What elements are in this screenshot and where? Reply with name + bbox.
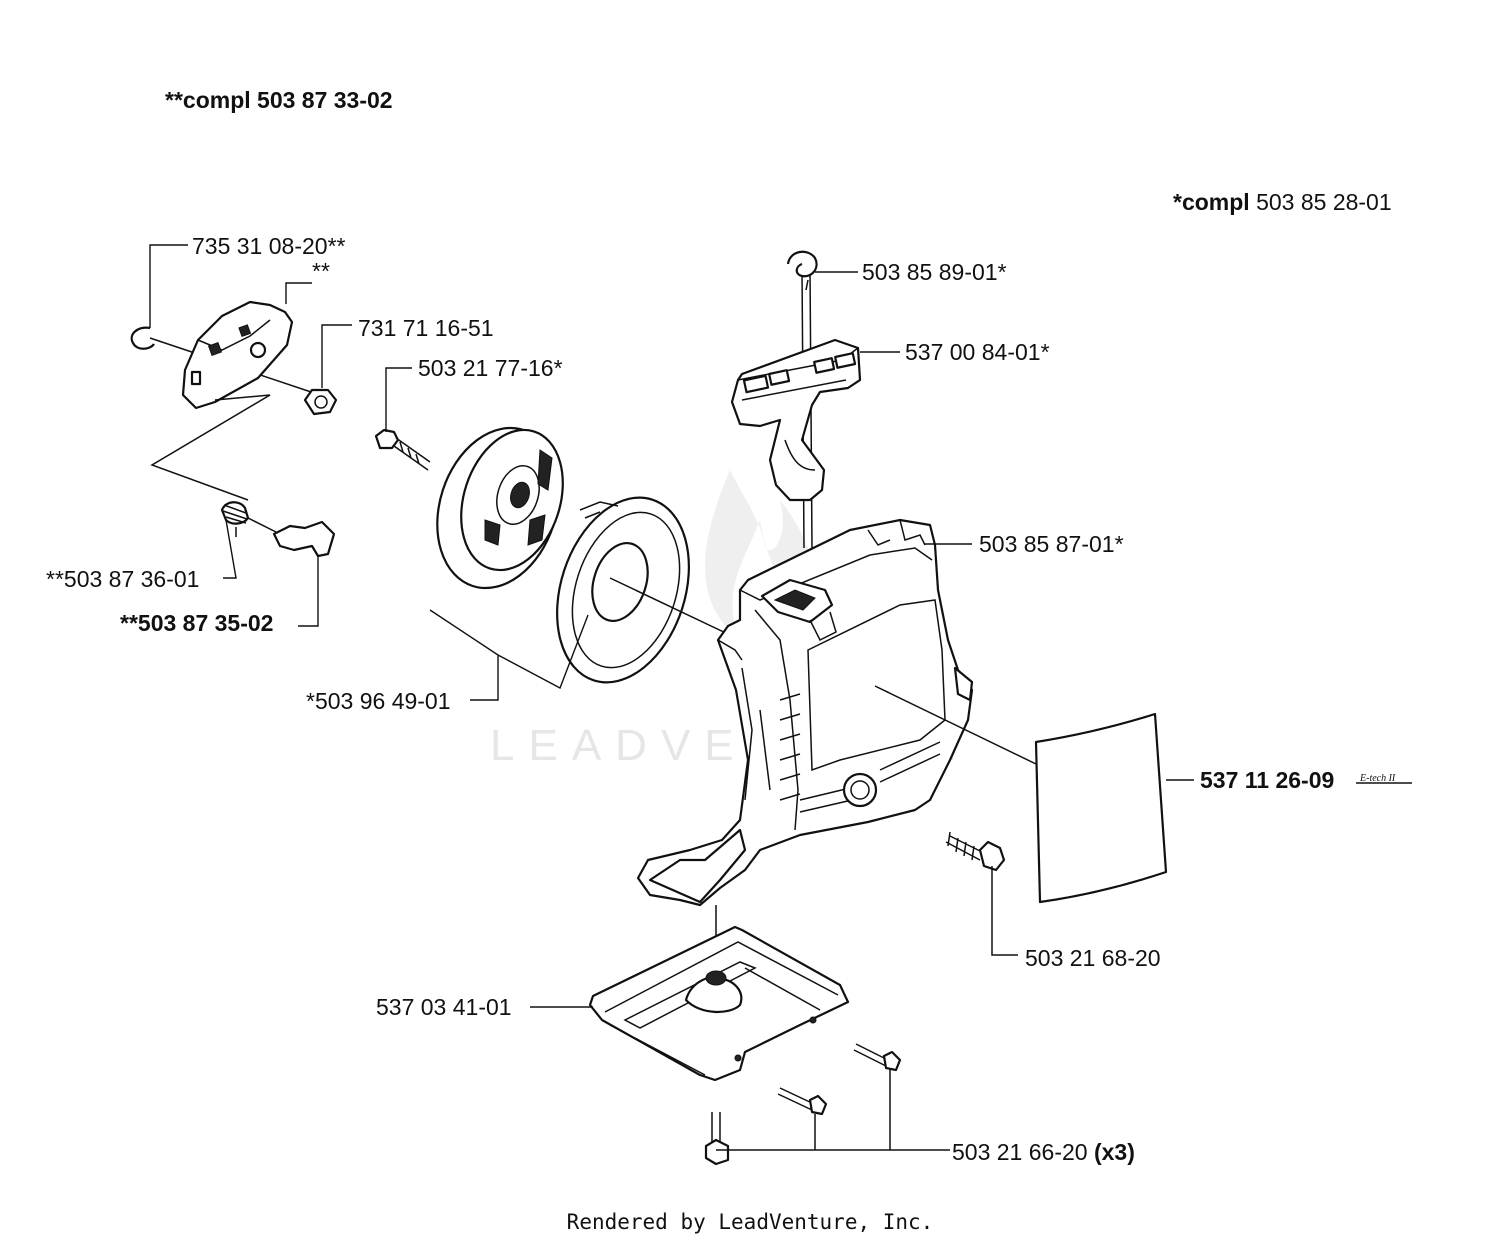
- assembly-header-left: **compl 503 87 33-02: [165, 87, 393, 113]
- pawl-plate-group: [130, 300, 338, 558]
- nut-part: [303, 388, 338, 416]
- part-label-537-00-84-01: 537 00 84-01*: [905, 339, 1050, 365]
- circlip-part: [130, 326, 155, 350]
- part-number-503-21-66-20: 503 21 66-20: [952, 1139, 1094, 1165]
- housing-bolt-part: [978, 840, 1006, 872]
- rope-clip-part: [786, 250, 818, 278]
- part-label-503-21-68-20: 503 21 68-20: [1025, 945, 1161, 971]
- footer-credit: Rendered by LeadVenture, Inc.: [567, 1210, 934, 1234]
- starter-housing-part: [636, 518, 974, 907]
- part-label-503-87-36-01: **503 87 36-01: [46, 566, 199, 592]
- bracket-bolt-part-2: [882, 1050, 902, 1072]
- pulley-bolt-part: [374, 428, 400, 450]
- bracket-group: [588, 905, 850, 1082]
- part-label-503-96-49-01: *503 96 49-01: [306, 688, 451, 714]
- bracket-bolt-part-3: [704, 1138, 730, 1166]
- pulley-group: [374, 426, 731, 684]
- part-label-503-85-89-01: 503 85 89-01*: [862, 259, 1007, 285]
- part-quantity-x3: (x3): [1094, 1139, 1135, 1165]
- starter-handle-group: [730, 250, 862, 549]
- part-label-537-11-26-09: 537 11 26-09: [1200, 767, 1334, 793]
- housing-bolt-group: [945, 831, 1018, 956]
- bracket-bolt-part-1: [808, 1094, 828, 1116]
- part-label-503-21-77-16: 503 21 77-16*: [418, 355, 563, 381]
- assembly-header-right-prefix: *compl: [1173, 189, 1250, 215]
- decal-part: [1034, 712, 1168, 904]
- part-label-503-85-87-01: 503 85 87-01*: [979, 531, 1124, 557]
- assembly-header-right-number: 503 85 28-01: [1250, 189, 1392, 215]
- pawl-part: [272, 520, 336, 558]
- part-label-537-03-41-01: 537 03 41-01: [376, 994, 512, 1020]
- starter-housing-group: [636, 518, 974, 907]
- part-label-503-87-35-02: **503 87 35-02: [120, 610, 273, 636]
- assembly-header-right: *compl 503 85 28-01: [1173, 189, 1392, 215]
- part-label-e-tech-tag: E-tech II: [1359, 773, 1396, 784]
- part-label-731-71-16-51: 731 71 16-51: [358, 315, 494, 341]
- part-label-503-21-66-20: 503 21 66-20 (x3): [952, 1139, 1135, 1165]
- bracket-bolts-group: [704, 1043, 950, 1166]
- pawl-plate-part: [181, 300, 294, 410]
- leader-lines: [149, 244, 1194, 1008]
- part-label-735-31-08-20: 735 31 08-20**: [192, 233, 346, 259]
- part-label-double-star: **: [312, 258, 330, 284]
